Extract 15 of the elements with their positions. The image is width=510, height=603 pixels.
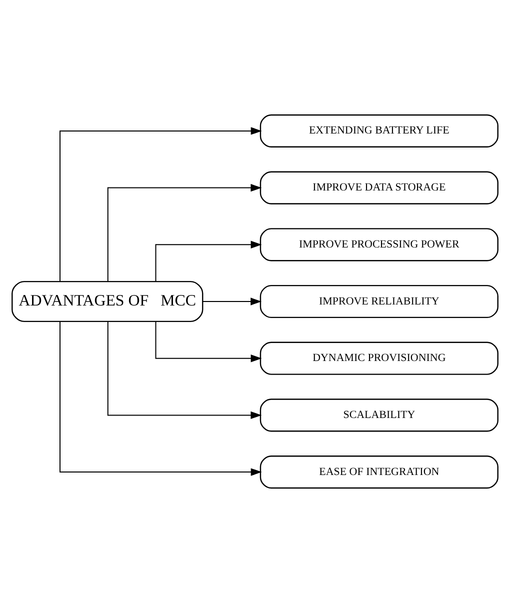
node-box: SCALABILITY xyxy=(260,398,498,432)
arrow xyxy=(107,321,262,420)
node-box: IMPROVE PROCESSING POWER xyxy=(260,228,498,262)
node-box: IMPROVE DATA STORAGE xyxy=(260,171,498,204)
arrow xyxy=(202,298,262,306)
node-box: IMPROVE RELIABILITY xyxy=(260,284,498,318)
arrow xyxy=(60,127,262,282)
arrow xyxy=(60,321,262,476)
node-box: EASE OF INTEGRATION xyxy=(260,456,498,489)
node-box: ADVANTAGES OF MCC xyxy=(12,280,204,322)
arrow xyxy=(107,184,262,282)
node-box: EXTENDING BATTERY LIFE xyxy=(260,114,498,148)
node-box: DYNAMIC PROVISIONING xyxy=(260,342,498,375)
arrow xyxy=(155,240,262,282)
arrow xyxy=(155,321,262,362)
